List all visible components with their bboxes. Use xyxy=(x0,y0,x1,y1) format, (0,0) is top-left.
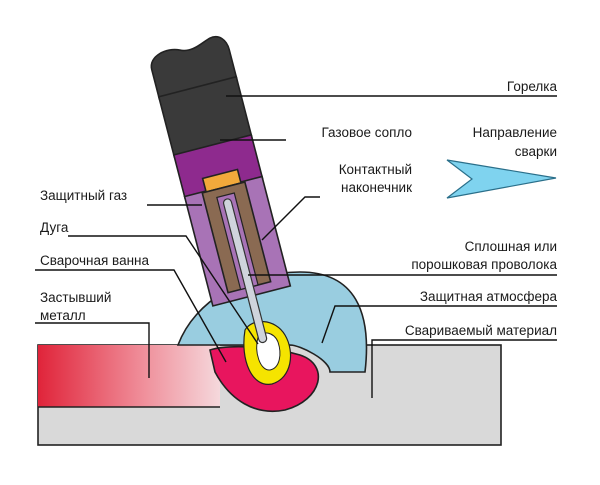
label-contact-tip-2: наконечник xyxy=(341,180,412,195)
leader-contact-tip xyxy=(261,196,320,241)
leader-arc xyxy=(68,235,259,345)
label-arc: Дуга xyxy=(40,220,69,235)
torch-assembly xyxy=(150,35,292,344)
label-torch: Горелка xyxy=(507,79,558,94)
label-contact-tip-1: Контактный xyxy=(339,162,412,177)
label-wire-1: Сплошная или xyxy=(465,239,557,254)
label-shielding-gas: Защитный газ xyxy=(40,188,127,203)
label-gas-nozzle: Газовое сопло xyxy=(322,125,413,140)
label-shield-atmosphere: Защитная атмосфера xyxy=(420,289,558,304)
solidified-metal xyxy=(38,345,220,407)
label-direction-2: сварки xyxy=(515,144,557,159)
label-weld-pool: Сварочная ванна xyxy=(40,253,149,268)
leader-weld-pool xyxy=(35,269,227,363)
welding-wire xyxy=(222,198,268,344)
label-solidified-metal-1: Застывший xyxy=(40,290,111,305)
label-direction-1: Направление xyxy=(473,125,557,140)
leader-shield-atmosphere xyxy=(321,305,557,344)
direction-arrow xyxy=(446,159,557,199)
leader-base-material xyxy=(371,339,557,398)
label-base-material: Свариваемый материал xyxy=(405,323,557,338)
label-solidified-metal-2: металл xyxy=(40,308,86,323)
leader-solidified-metal xyxy=(35,322,150,378)
label-wire-2: порошковая проволока xyxy=(411,257,557,272)
